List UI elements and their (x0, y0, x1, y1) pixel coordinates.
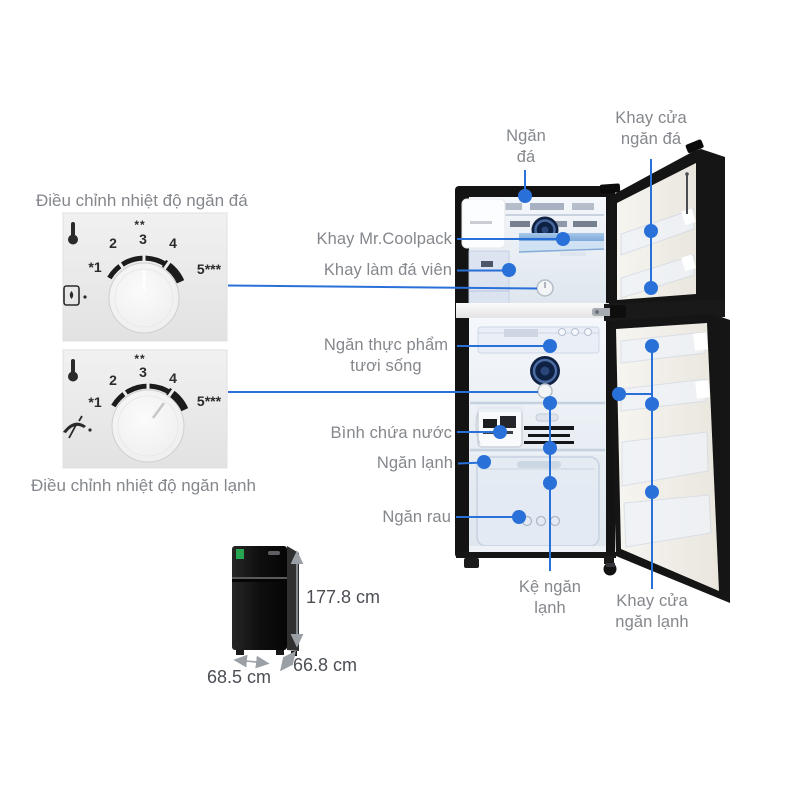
dot-ke-ngan-lanh-2 (543, 441, 557, 455)
dimension-width: 68.5 cm (207, 667, 272, 687)
energy-label (236, 549, 244, 559)
freezer-dial-mark-max: 5*** (196, 261, 222, 277)
callout-ngan-rau: Ngăn rau (382, 508, 451, 526)
dot-khay-cua-ngan-lanh-4 (645, 485, 659, 499)
freezer-dial-mark-min: *1 (88, 259, 102, 275)
freezer-door (599, 139, 725, 307)
fridge-door (609, 314, 730, 603)
fridge-thermostat (537, 383, 553, 399)
dot-ngan-rau (512, 510, 526, 524)
fridge-dial-mark-min: *1 (88, 394, 102, 410)
dimension-depth: 66.8 cm (293, 655, 358, 675)
freezer-dial-knob (108, 262, 180, 334)
vegetable-drawer (476, 456, 600, 547)
brand-logo (268, 551, 280, 555)
freezer-dial-panel (62, 212, 228, 342)
callout-khay-cua-ngan-lanh: Khay cửa ngăn lạnh (615, 592, 689, 631)
freezer-dial-mark-2: 2 (109, 235, 117, 251)
callout-dots (477, 189, 659, 524)
fridge-dial-panel (62, 349, 228, 469)
callout-ke-ngan-lanh: Kệ ngăn lạnh (518, 578, 582, 617)
vacation-icon (63, 415, 92, 439)
callout-ngan-lanh: Ngăn lạnh (376, 454, 453, 472)
dot-ngan-thuc-pham (543, 339, 557, 353)
dot-khay-cua-ngan-lanh-2 (612, 387, 626, 401)
callout-khay-mr-coolpack: Khay Mr.Coolpack (316, 230, 452, 248)
callout-ngan-da: Ngăn đá (506, 127, 546, 166)
ice-cube-tray (468, 250, 510, 309)
dot-ke-ngan-lanh-3 (543, 476, 557, 490)
freezer-symbol-icon (63, 285, 87, 306)
fridge-fan (530, 356, 560, 386)
water-container (475, 406, 524, 448)
callout-khay-lam-da-vien: Khay làm đá viên (323, 261, 452, 279)
thermometer-icon (68, 222, 78, 245)
thermometer-icon (68, 359, 78, 382)
freezer-dial-mark-3: 3 (139, 231, 147, 247)
fridge-dial-knob (111, 389, 185, 463)
refrigerator-illustration (455, 139, 730, 603)
dot-khay-mr-coolpack (556, 232, 570, 246)
dimension-figure (232, 546, 304, 672)
dot-khay-cua-ngan-da-2 (644, 281, 658, 295)
fridge-dial-mark-snow: ** (134, 352, 146, 366)
fridge-dial-mark-4: 4 (169, 370, 177, 386)
dot-khay-cua-ngan-lanh-1 (645, 339, 659, 353)
fridge-dial-mark-2: 2 (109, 372, 117, 388)
mini-fridge (232, 546, 299, 656)
fresh-food-tray (477, 326, 600, 354)
line-freezer-dial (227, 284, 538, 290)
callout-binh-chua-nuoc: Bình chứa nước (330, 424, 452, 442)
freezer-dial-title: Điều chỉnh nhiệt độ ngăn đá (36, 191, 248, 210)
dimension-arrows (233, 550, 304, 672)
fridge-dial-mark-3: 3 (139, 364, 147, 380)
freezer-dial-mark-snow: ** (134, 218, 146, 232)
callout-khay-cua-ngan-da: Khay cửa ngăn đá (615, 109, 687, 148)
dimension-height: 177.8 cm (306, 587, 381, 607)
dot-ke-ngan-lanh-1 (543, 396, 557, 410)
dot-binh-chua-nuoc (493, 425, 507, 439)
callout-ngan-thuc-pham: Ngăn thực phẩm tươi sống (323, 336, 449, 375)
dot-ngan-lanh (477, 455, 491, 469)
callout-lines (227, 159, 653, 589)
dot-khay-cua-ngan-da-1 (644, 224, 658, 238)
dot-khay-lam-da-vien (502, 263, 516, 277)
freezer-dial-mark-4: 4 (169, 235, 177, 251)
fridge-dial-mark-max: 5*** (196, 393, 222, 409)
dot-khay-cua-ngan-lanh-3 (645, 397, 659, 411)
fridge-dial-title: Điều chỉnh nhiệt độ ngăn lạnh (31, 476, 256, 495)
dot-ngan-da (518, 189, 532, 203)
